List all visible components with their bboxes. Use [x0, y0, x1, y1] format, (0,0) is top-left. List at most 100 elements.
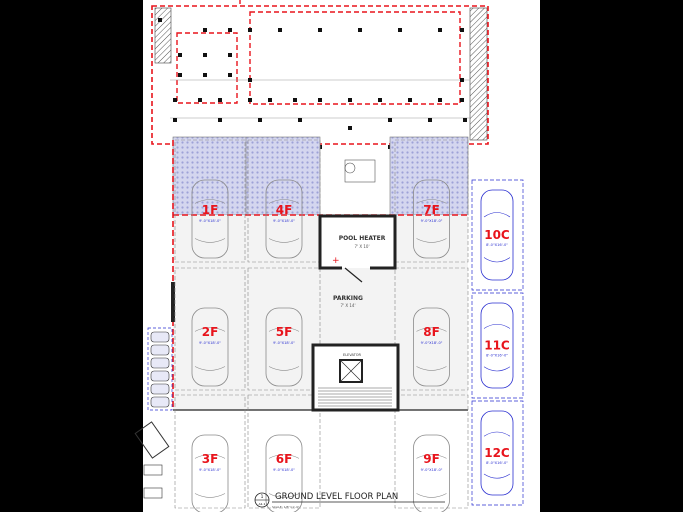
column: [438, 98, 442, 102]
stall-label: 11C: [484, 339, 510, 353]
car-outline: [265, 434, 303, 512]
car-outline: [480, 302, 514, 389]
column: [388, 118, 392, 122]
bike-icon: [150, 396, 170, 408]
detail-number: 1: [261, 494, 264, 499]
car-outline: [413, 434, 450, 512]
column: [218, 98, 222, 102]
svg-text:+: +: [332, 256, 340, 266]
stall-label: 5F: [276, 325, 293, 339]
column: [408, 98, 412, 102]
column: [460, 98, 464, 102]
bike-racks: [147, 327, 173, 411]
pool-heater-room: POOL HEATER 7' X 10' +: [318, 214, 397, 283]
drawing-title-block: 1 A1.1 GROUND LEVEL FLOOR PLAN SCALE: 1/…: [254, 492, 445, 509]
car-outline: [191, 179, 229, 259]
parking-stall-5f: 5F9'-0"X18'-0": [247, 267, 321, 391]
stall-dimension: 9'-0"X18'-0": [199, 468, 221, 472]
column: [248, 78, 252, 82]
stall-label: 7F: [423, 203, 440, 217]
wall-hatch-left: [154, 7, 172, 64]
car-outline: [191, 307, 229, 387]
column: [318, 98, 322, 102]
stall-dimension: 9'-0"X18'-0": [273, 468, 295, 472]
stall-dimension: 9'-0"X18'-0": [421, 219, 443, 223]
column: [318, 28, 322, 32]
stall-dimension: 8'-0"X16'-0": [486, 243, 508, 247]
bike-icon: [150, 344, 170, 356]
column: [178, 53, 182, 57]
column: [398, 28, 402, 32]
column: [173, 118, 177, 122]
column: [173, 98, 177, 102]
column: [158, 18, 162, 22]
parking-stalls: 1F 9'-0"X18'-0" 2F 9'-0"X18'-0" 3F 9'-0"X18'-…: [174, 139, 469, 512]
column: [358, 28, 362, 32]
column: [378, 98, 382, 102]
car-outline: [480, 189, 514, 281]
bike-icon: [150, 357, 170, 369]
column: [463, 118, 467, 122]
stall-dimension: 9'-0"X18'-0": [421, 341, 443, 345]
stall-dimension: 8'-0"X16'-0": [486, 354, 508, 358]
column: [258, 118, 262, 122]
column: [460, 28, 464, 32]
stall-dimension: 8'-0"X16'-0": [486, 461, 508, 465]
car-outline: [413, 307, 450, 387]
sheet-ref: A1.1: [259, 502, 266, 506]
stall-dimension: 9'-0"X18'-0": [199, 341, 221, 345]
column: [460, 78, 464, 82]
stall-dimension: 9'-0"X18'-0": [273, 219, 295, 223]
hatched-deck-right: [389, 136, 469, 216]
parking-stall-8f: 8F9'-0"X18'-0": [394, 267, 469, 391]
column: [348, 126, 352, 130]
stall-label: 6F: [276, 452, 293, 466]
bike-icon: [150, 370, 170, 382]
parking-stall-3f: 3F 9'-0"X18'-0": [174, 394, 246, 512]
compact-stalls: 10C8'-0"X16'-0"11C8'-0"X16'-0"12C8'-0"X1…: [471, 179, 524, 506]
column: [348, 98, 352, 102]
parking-stall-2f: 2F 9'-0"X18'-0": [174, 267, 246, 391]
column: [178, 73, 182, 77]
stall-dimension: 9'-0"X18'-0": [421, 468, 443, 472]
left-notes: [134, 421, 170, 499]
stall-dimension: 9'-0"X18'-0": [199, 219, 221, 223]
column: [293, 98, 297, 102]
stall-label: 2F: [202, 325, 219, 339]
column: [268, 98, 272, 102]
column: [248, 98, 252, 102]
svg-text:ELEVATOR: ELEVATOR: [343, 353, 362, 357]
svg-text:7' X 10': 7' X 10': [354, 244, 369, 249]
stall-label: 1F: [202, 203, 219, 217]
drawing-title: GROUND LEVEL FLOOR PLAN: [275, 492, 398, 502]
column: [218, 118, 222, 122]
column: [298, 118, 302, 122]
column: [278, 28, 282, 32]
parking-stall-9f: 9F 9'-0"X18'-0": [394, 394, 469, 512]
column: [198, 98, 202, 102]
stall-label: 10C: [484, 228, 510, 242]
stall-label: 3F: [202, 452, 219, 466]
stall-label: 9F: [423, 452, 440, 466]
column: [438, 28, 442, 32]
wall-hatch-right: [469, 7, 488, 141]
pool-heater-label: POOL HEATER: [339, 235, 386, 242]
column: [248, 28, 252, 32]
parking-stall-4f: 4F9'-0"X18'-0": [247, 139, 321, 263]
column: [428, 118, 432, 122]
column: [203, 73, 207, 77]
column: [203, 53, 207, 57]
stair-elevator-core: ELEVATOR: [311, 343, 400, 412]
column: [228, 73, 232, 77]
parking-label: PARKING: [333, 295, 363, 302]
pool-equipment: [344, 159, 376, 183]
column: [228, 53, 232, 57]
car-outline: [191, 434, 229, 512]
parking-stall-7f: 7F 9'-0"X18'-0": [394, 139, 469, 263]
car-outline: [413, 179, 450, 259]
parking-stall-6f: 6F 9'-0"X18'-0": [247, 394, 321, 512]
